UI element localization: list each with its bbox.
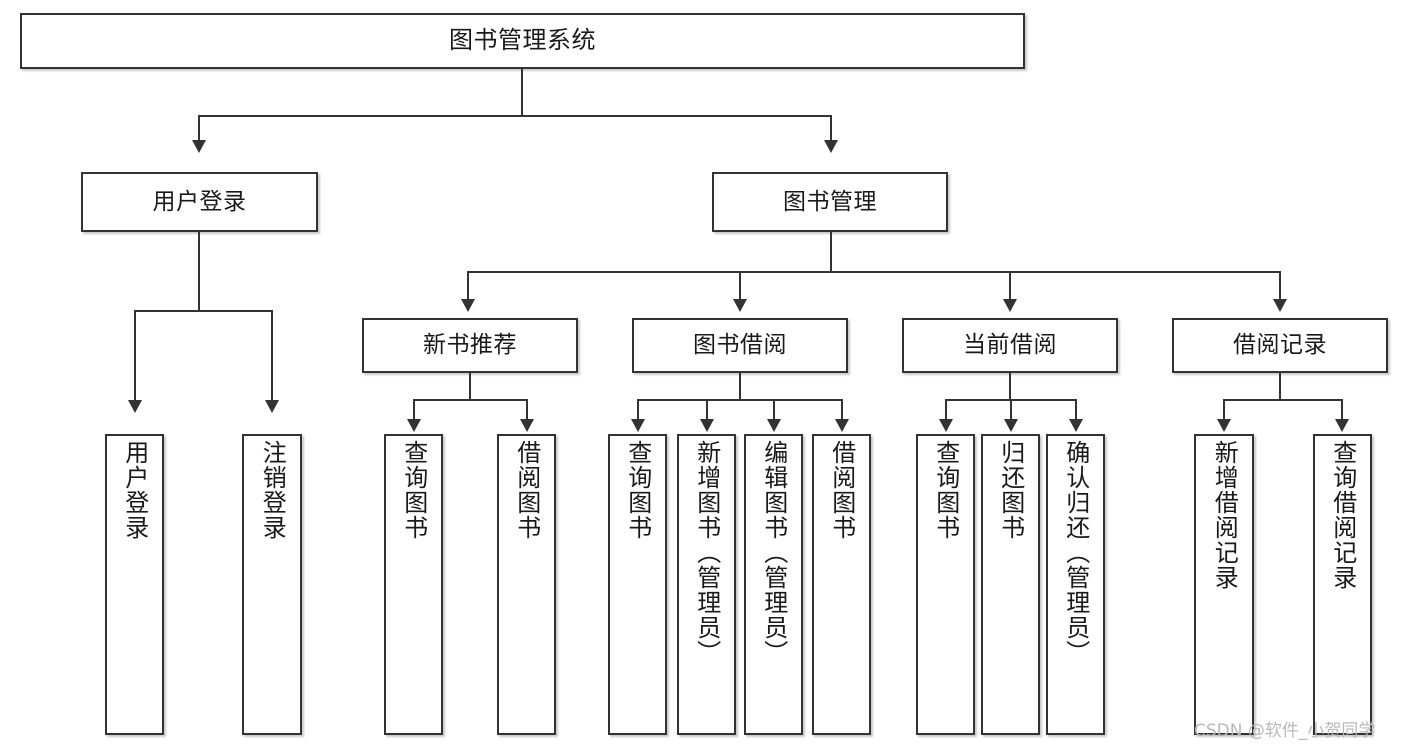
arrow-borrow-record-leaf1-icon — [1217, 419, 1231, 432]
arrow-current-borrow-leaf1-icon — [939, 419, 953, 432]
leaf-book-borrow-4[interactable]: 借阅图书 — [812, 434, 871, 735]
connector-book-borrow-leaf4 — [841, 399, 843, 421]
arrow-book-borrow-leaf3-icon — [767, 419, 781, 432]
leaf-book-borrow-2[interactable]: 新增图书（管理员） — [677, 434, 736, 735]
arrow-to-user-login-icon — [192, 140, 206, 153]
node-label: 新书推荐 — [423, 332, 517, 359]
connector-to-new-book — [467, 271, 469, 301]
connector-new-book-down — [469, 373, 471, 401]
node-label: 借阅记录 — [1233, 332, 1327, 359]
arrow-to-new-book-icon — [461, 299, 475, 312]
node-label: 图书管理系统 — [449, 26, 596, 55]
arrow-user-login-leaf2-icon — [265, 400, 279, 413]
node-root-system[interactable]: 图书管理系统 — [20, 13, 1025, 69]
connector-book-borrow-leaf3 — [773, 399, 775, 421]
leaf-new-book-1[interactable]: 查询图书 — [384, 434, 443, 735]
arrow-borrow-record-leaf2-icon — [1335, 419, 1349, 432]
arrow-book-borrow-leaf4-icon — [835, 419, 849, 432]
node-user-login[interactable]: 用户登录 — [81, 172, 318, 232]
node-book-borrow[interactable]: 图书借阅 — [632, 318, 848, 373]
node-label: 确认归还（管理员） — [1061, 440, 1090, 665]
leaf-borrow-record-1[interactable]: 新增借阅记录 — [1194, 434, 1254, 735]
leaf-user-login-1[interactable]: 用户登录 — [105, 434, 164, 735]
leaf-book-borrow-3[interactable]: 编辑图书（管理员） — [744, 434, 803, 735]
connector-book-borrow-leaf1 — [637, 399, 639, 421]
connector-new-book-bus — [413, 399, 528, 401]
node-label: 借阅图书 — [512, 440, 541, 540]
leaf-current-borrow-1[interactable]: 查询图书 — [916, 434, 975, 735]
arrow-book-borrow-leaf2-icon — [700, 419, 714, 432]
arrow-new-book-leaf2-icon — [520, 419, 534, 432]
connector-current-borrow-leaf3 — [1075, 399, 1077, 421]
node-label: 查询图书 — [931, 440, 960, 540]
node-borrow-record[interactable]: 借阅记录 — [1172, 318, 1388, 373]
arrow-to-current-borrow-icon — [1003, 299, 1017, 312]
connector-new-book-leaf2 — [526, 399, 528, 421]
arrow-user-login-leaf1-icon — [128, 400, 142, 413]
connector-root-bus — [198, 115, 832, 117]
connector-to-current-borrow — [1009, 271, 1011, 301]
node-label: 用户登录 — [152, 188, 247, 215]
connector-user-login-leaf1 — [134, 310, 136, 402]
leaf-current-borrow-3[interactable]: 确认归还（管理员） — [1046, 434, 1105, 735]
leaf-user-login-2[interactable]: 注销登录 — [242, 434, 302, 735]
node-label: 编辑图书（管理员） — [759, 440, 788, 665]
leaf-current-borrow-2[interactable]: 归还图书 — [981, 434, 1040, 735]
leaf-new-book-2[interactable]: 借阅图书 — [497, 434, 556, 735]
connector-user-login-leaf2 — [271, 310, 273, 402]
connector-to-borrow-record — [1279, 271, 1281, 301]
node-book-management[interactable]: 图书管理 — [712, 172, 948, 232]
connector-user-login-bus — [134, 310, 272, 312]
node-label: 查询借阅记录 — [1328, 440, 1357, 590]
connector-to-user-login — [198, 115, 200, 142]
connector-borrow-record-leaf2 — [1341, 399, 1343, 421]
arrow-current-borrow-leaf2-icon — [1004, 419, 1018, 432]
node-label: 注销登录 — [258, 440, 287, 540]
connector-current-borrow-leaf1 — [945, 399, 947, 421]
csdn-watermark: CSDN @软件_小贺同学 — [1194, 721, 1376, 741]
connector-user-login-down — [198, 232, 200, 312]
node-current-borrow[interactable]: 当前借阅 — [902, 318, 1118, 373]
arrow-to-borrow-record-icon — [1273, 299, 1287, 312]
node-label: 图书借阅 — [693, 332, 787, 359]
leaf-borrow-record-2[interactable]: 查询借阅记录 — [1313, 434, 1372, 735]
connector-root-down — [521, 69, 523, 116]
connector-current-borrow-down — [1009, 373, 1011, 401]
node-label: 新增借阅记录 — [1210, 440, 1239, 590]
node-new-book-recommend[interactable]: 新书推荐 — [362, 318, 578, 373]
arrow-new-book-leaf1-icon — [407, 419, 421, 432]
connector-borrow-record-bus — [1223, 399, 1342, 401]
connector-to-book-mgmt — [830, 115, 832, 142]
node-label: 查询图书 — [623, 440, 652, 540]
leaf-book-borrow-1[interactable]: 查询图书 — [608, 434, 667, 735]
node-label: 归还图书 — [996, 440, 1025, 540]
connector-to-book-borrow — [739, 271, 741, 301]
arrow-current-borrow-leaf3-icon — [1069, 419, 1083, 432]
arrow-to-book-mgmt-icon — [824, 140, 838, 153]
node-label: 借阅图书 — [827, 440, 856, 540]
connector-new-book-leaf1 — [413, 399, 415, 421]
node-label: 用户登录 — [120, 440, 149, 540]
connector-book-borrow-leaf2 — [706, 399, 708, 421]
node-label: 新增图书（管理员） — [692, 440, 721, 665]
connector-book-mgmt-bus — [467, 271, 1280, 273]
node-label: 当前借阅 — [963, 332, 1057, 359]
connector-book-mgmt-down — [830, 232, 832, 273]
connector-book-borrow-down — [739, 373, 741, 401]
node-label: 查询图书 — [399, 440, 428, 540]
arrow-to-book-borrow-icon — [733, 299, 747, 312]
connector-current-borrow-leaf2 — [1010, 399, 1012, 421]
arrow-book-borrow-leaf1-icon — [631, 419, 645, 432]
connector-borrow-record-leaf1 — [1223, 399, 1225, 421]
connector-book-borrow-bus — [637, 399, 842, 401]
connector-borrow-record-down — [1279, 373, 1281, 401]
node-label: 图书管理 — [783, 188, 877, 215]
